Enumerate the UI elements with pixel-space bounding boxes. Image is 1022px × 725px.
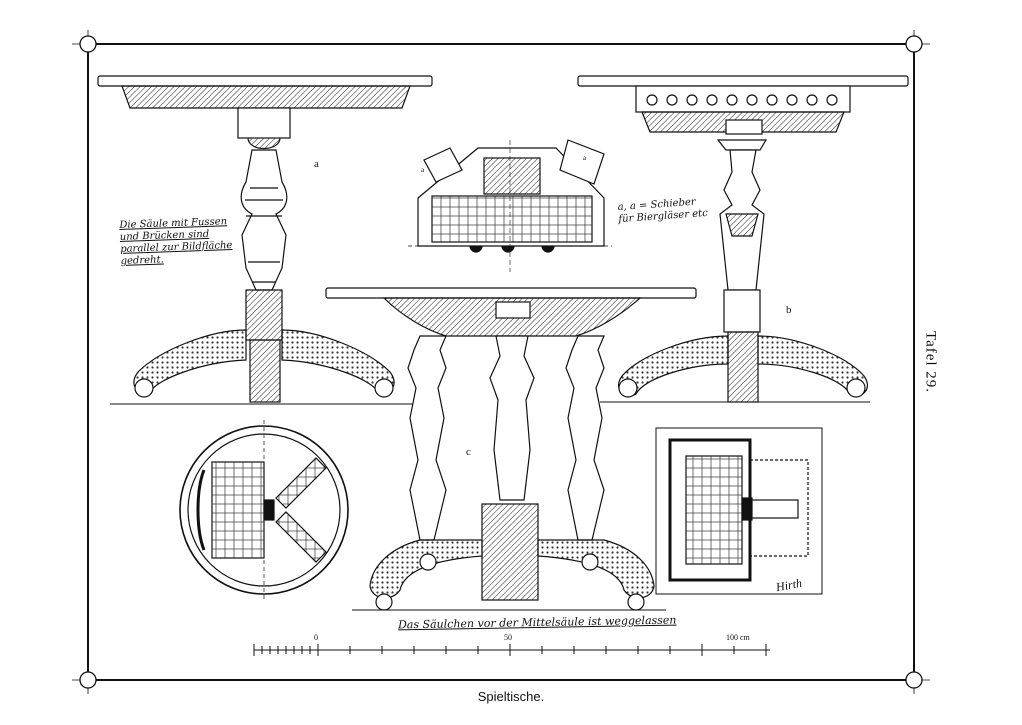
- plan-drawing-rect: [655, 427, 823, 595]
- plan-drawing-circle: [179, 420, 349, 600]
- table-b-drawing: [577, 75, 909, 403]
- plan-drawing-top: [408, 139, 612, 272]
- plan-mark-left: a: [421, 166, 425, 174]
- plate-caption: Spieltische.: [477, 689, 545, 704]
- figure-label-b: b: [786, 304, 792, 316]
- corner-mark-br: [905, 671, 923, 689]
- corner-mark-bl: [79, 671, 97, 689]
- corner-mark-tr: [905, 35, 923, 53]
- scale-label-start: 0: [314, 633, 318, 642]
- table-c-drawing: [325, 287, 697, 611]
- plan-mark-right: a: [583, 154, 587, 162]
- plate-frame: [72, 30, 930, 694]
- scale-label-end: 100 cm: [726, 633, 750, 642]
- table-a-drawing: [97, 75, 433, 405]
- figure-label-a: a: [314, 158, 319, 170]
- note-column-rotation: Die Säule mit Fussen und Brücken sind pa…: [119, 216, 233, 268]
- scale-label-mid: 50: [504, 633, 512, 642]
- scale-bar: [253, 644, 770, 656]
- plate-number: Tafel 29.: [922, 330, 939, 394]
- corner-mark-tl: [79, 35, 97, 53]
- figure-label-c: c: [466, 446, 471, 458]
